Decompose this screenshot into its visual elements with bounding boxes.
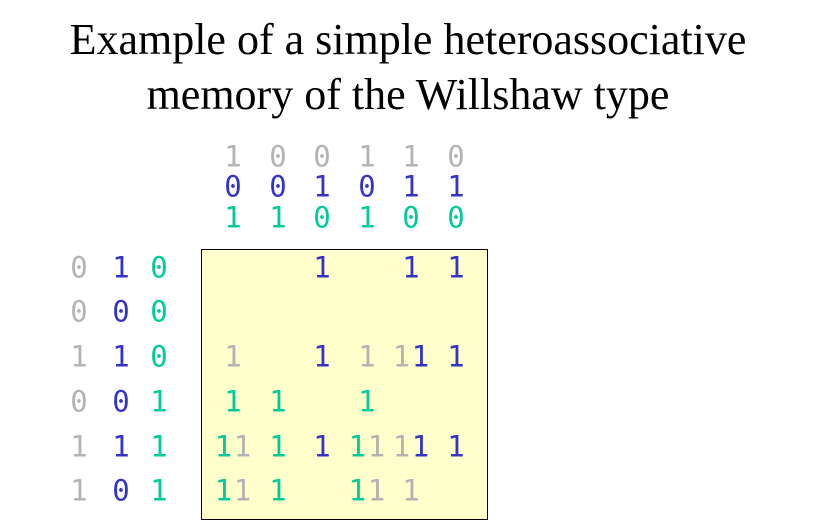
title-line-2: memory of the Willshaw type xyxy=(146,70,670,119)
input-pattern-blue-bit: 0 xyxy=(112,384,130,419)
matrix-cell-green: 1 xyxy=(269,473,287,508)
matrix-cell-blue: 1 xyxy=(313,339,331,374)
output-pattern-blue-bit: 0 xyxy=(224,169,242,204)
matrix-cell-green: 1 xyxy=(348,429,367,464)
matrix-cell-gray: 1 xyxy=(392,339,411,374)
input-pattern-blue-bit: 1 xyxy=(112,250,130,285)
matrix-cell-gray: 1 xyxy=(392,429,411,464)
output-pattern-blue-bit: 0 xyxy=(269,169,287,204)
output-pattern-gray-bit: 1 xyxy=(358,139,376,174)
output-pattern-green-bit: 0 xyxy=(447,200,465,235)
output-pattern-green-bit: 1 xyxy=(224,200,242,235)
matrix-cell-gray: 1 xyxy=(233,429,252,464)
matrix-cell-gray: 1 xyxy=(233,473,252,508)
output-pattern-green-bit: 1 xyxy=(269,200,287,235)
output-pattern-blue-bit: 0 xyxy=(358,169,376,204)
matrix-cell-gray: 1 xyxy=(367,429,386,464)
matrix-cell-green: 1 xyxy=(358,384,376,419)
matrix-cell-blue: 1 xyxy=(447,339,465,374)
matrix-cell-gray: 1 xyxy=(402,473,420,508)
matrix-cell-blue: 1 xyxy=(313,250,331,285)
input-pattern-blue-bit: 1 xyxy=(112,429,130,464)
input-pattern-green-bit: 1 xyxy=(150,473,168,508)
matrix-cell-blue: 1 xyxy=(402,250,420,285)
title-line-1: Example of a simple heteroassociative xyxy=(69,15,747,64)
output-pattern-blue-bit: 1 xyxy=(402,169,420,204)
matrix-cell-blue: 1 xyxy=(411,339,430,374)
weight-matrix xyxy=(201,249,488,520)
matrix-cell-green: 1 xyxy=(214,429,233,464)
matrix-cell-green: 1 xyxy=(269,429,287,464)
input-pattern-gray-bit: 0 xyxy=(70,384,88,419)
output-pattern-blue-bit: 1 xyxy=(447,169,465,204)
input-pattern-green-bit: 1 xyxy=(150,429,168,464)
input-pattern-blue-bit: 0 xyxy=(112,473,130,508)
output-pattern-gray-bit: 1 xyxy=(224,139,242,174)
matrix-cell-gray: 1 xyxy=(224,339,242,374)
matrix-cell-blue: 1 xyxy=(411,429,430,464)
input-pattern-gray-bit: 0 xyxy=(70,294,88,329)
matrix-cell-green: 1 xyxy=(348,473,367,508)
input-pattern-gray-bit: 1 xyxy=(70,339,88,374)
input-pattern-gray-bit: 1 xyxy=(70,429,88,464)
output-pattern-blue-bit: 1 xyxy=(313,169,331,204)
input-pattern-blue-bit: 1 xyxy=(112,339,130,374)
output-pattern-gray-bit: 0 xyxy=(447,139,465,174)
output-pattern-gray-bit: 0 xyxy=(269,139,287,174)
matrix-cell-gray: 1 xyxy=(367,473,386,508)
matrix-cell-green: 1 xyxy=(214,473,233,508)
output-pattern-green-bit: 0 xyxy=(402,200,420,235)
matrix-cell-green: 1 xyxy=(224,384,242,419)
output-pattern-green-bit: 0 xyxy=(313,200,331,235)
input-pattern-gray-bit: 1 xyxy=(70,473,88,508)
input-pattern-green-bit: 0 xyxy=(150,339,168,374)
matrix-cell-blue: 1 xyxy=(313,429,331,464)
matrix-cell-gray: 1 xyxy=(358,339,376,374)
matrix-cell-blue: 1 xyxy=(447,250,465,285)
matrix-cell-blue: 1 xyxy=(447,429,465,464)
output-pattern-green-bit: 1 xyxy=(358,200,376,235)
input-pattern-green-bit: 0 xyxy=(150,294,168,329)
output-pattern-gray-bit: 1 xyxy=(402,139,420,174)
input-pattern-green-bit: 0 xyxy=(150,250,168,285)
matrix-cell-green: 1 xyxy=(269,384,287,419)
output-pattern-gray-bit: 0 xyxy=(313,139,331,174)
input-pattern-blue-bit: 0 xyxy=(112,294,130,329)
input-pattern-gray-bit: 0 xyxy=(70,250,88,285)
input-pattern-green-bit: 1 xyxy=(150,384,168,419)
